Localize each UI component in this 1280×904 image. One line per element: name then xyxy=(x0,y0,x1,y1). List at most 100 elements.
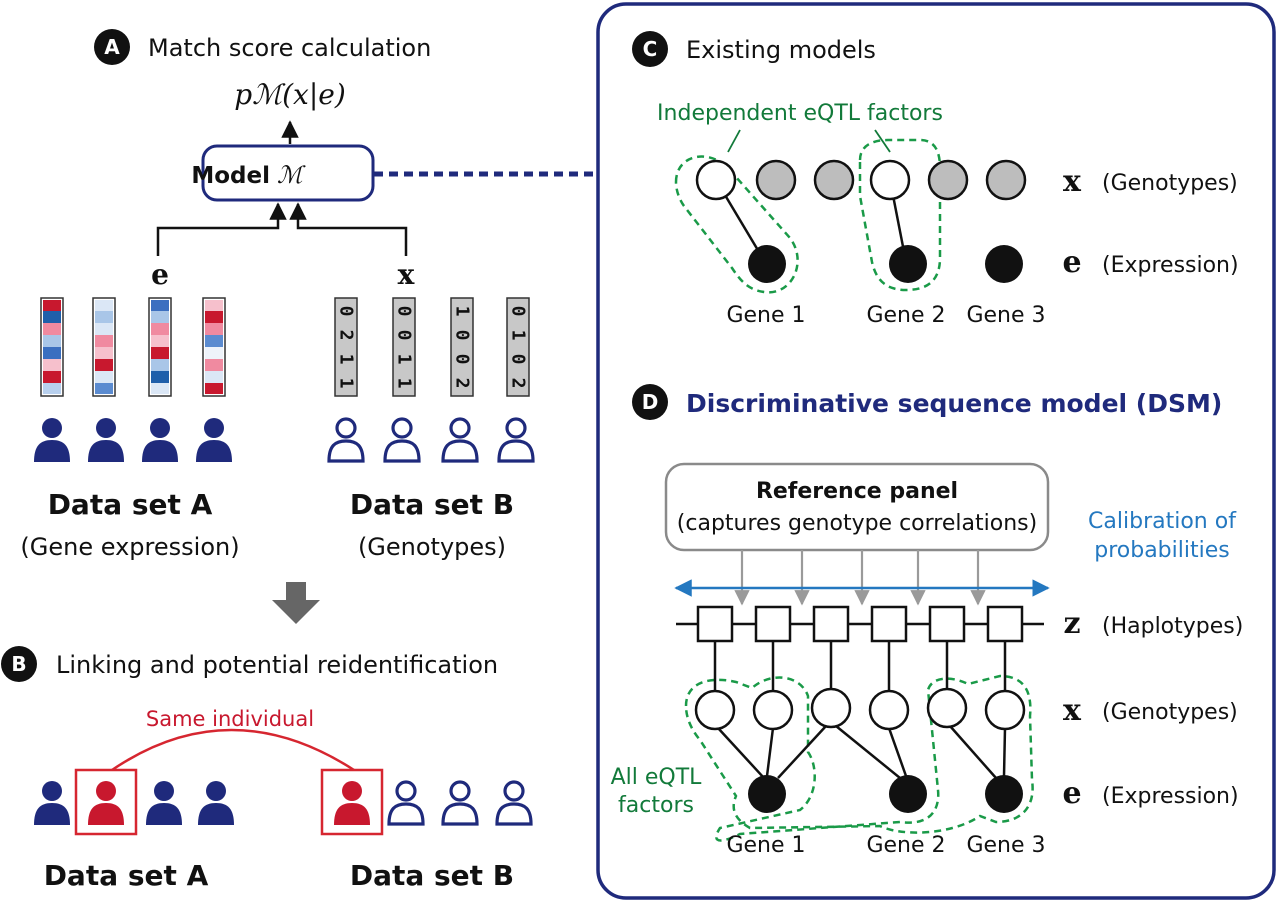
expression-heatmap xyxy=(40,297,226,397)
genotype-column-4 xyxy=(506,297,530,397)
genotype-node-d1 xyxy=(694,689,736,731)
gene-label-d1: Gene 1 xyxy=(726,833,805,858)
dataset-b-subtitle: (Genotypes) xyxy=(358,533,506,561)
genotype-digit: 0 xyxy=(452,330,473,341)
expression-node-c1 xyxy=(748,245,786,283)
panel-b-title: Linking and potential reidentification xyxy=(56,651,498,679)
haplotype-node-3 xyxy=(812,605,850,643)
x-desc-c: (Genotypes) xyxy=(1102,171,1238,196)
matched-person-a xyxy=(88,781,124,825)
person-b3 xyxy=(441,417,479,463)
reference-panel-subtitle: (captures genotype correlations) xyxy=(677,511,1037,536)
x-desc-d: (Genotypes) xyxy=(1102,700,1238,725)
calibration-label-1: Calibration of xyxy=(1088,509,1237,534)
expression-node-d2 xyxy=(889,775,927,813)
genotype-digit: 0 xyxy=(452,354,473,365)
haplotype-node-6 xyxy=(986,605,1024,643)
all-eqtl-outline xyxy=(684,674,1034,842)
person-b2 xyxy=(383,417,421,463)
svg-text:D: D xyxy=(642,390,659,414)
haplotype-node-1 xyxy=(696,605,734,643)
e-desc-d: (Expression) xyxy=(1102,784,1239,809)
same-individual-arc xyxy=(111,728,355,772)
haplotype-nodes xyxy=(696,605,1024,643)
z-symbol-d: z xyxy=(1063,606,1080,641)
e-symbol: e xyxy=(151,258,169,291)
x-symbol-c: x xyxy=(1063,164,1082,199)
panel-a: A Match score calculation pℳ(x|e) Model … xyxy=(20,29,596,624)
linked-dataset-b-title: Data set B xyxy=(350,859,514,892)
eqtl-pointer-1 xyxy=(727,129,741,153)
all-eqtl-label-1: All eQTL xyxy=(611,765,703,790)
matched-person-b xyxy=(334,781,370,825)
match-highlight-b xyxy=(320,768,384,836)
model-box: Model ℳ xyxy=(191,144,375,202)
expression-nodes-d xyxy=(748,775,1023,813)
reference-arrows xyxy=(734,550,986,606)
badge-b: B xyxy=(1,646,37,682)
eqtl-pointer-2 xyxy=(874,129,891,153)
reference-panel-box: Reference panel (captures genotype corre… xyxy=(664,462,1050,552)
genotype-node-d2 xyxy=(752,689,794,731)
z-desc-d: (Haplotypes) xyxy=(1102,614,1243,639)
factor-outline-c1 xyxy=(674,155,799,294)
down-arrow-icon xyxy=(272,582,320,624)
panel-d-title: Discriminative sequence model (DSM) xyxy=(686,389,1222,418)
person-a3 xyxy=(142,418,178,462)
genotype-digit: 1 xyxy=(336,354,357,365)
calibration-label-2: probabilities xyxy=(1094,538,1229,563)
svg-text:A: A xyxy=(104,35,120,59)
genotype-digit: 1 xyxy=(394,354,415,365)
model-symbol: ℳ xyxy=(277,161,306,189)
genotype-nodes-c xyxy=(695,159,1027,201)
gene-label-d3: Gene 3 xyxy=(966,833,1045,858)
dataset-b-title: Data set B xyxy=(350,488,514,521)
dataset-a-persons xyxy=(34,418,232,462)
person-b1 xyxy=(327,417,365,463)
e-input-arrow xyxy=(156,202,287,256)
model-label: Model xyxy=(191,163,270,189)
e-desc-c: (Expression) xyxy=(1102,253,1239,278)
z-to-x-edges xyxy=(713,641,1007,690)
panel-c: C Existing models Independent eQTL facto… xyxy=(632,31,1239,328)
badge-a: A xyxy=(94,29,130,65)
genotype-node-c1 xyxy=(695,159,737,201)
genotype-digit: 1 xyxy=(336,378,357,389)
gene-label-c2: Gene 2 xyxy=(866,303,945,328)
x-symbol: x xyxy=(398,258,415,291)
genotype-digit: 2 xyxy=(336,330,357,341)
genotype-digit: 2 xyxy=(452,378,473,389)
dataset-b-persons xyxy=(327,417,535,463)
linked-dataset-a-title: Data set A xyxy=(44,859,209,892)
haplotype-node-4 xyxy=(870,605,908,643)
genotype-digit: 0 xyxy=(508,354,529,365)
expression-node-d1 xyxy=(748,775,786,813)
genotype-nodes-d xyxy=(694,687,1026,731)
factor-outline-c2 xyxy=(858,138,942,292)
badge-d: D xyxy=(632,384,668,420)
gene-label-c1: Gene 1 xyxy=(726,303,805,328)
x-input-arrow xyxy=(289,202,408,256)
gene-label-c3: Gene 3 xyxy=(966,303,1045,328)
haplotype-node-5 xyxy=(928,605,966,643)
genotype-node-c5 xyxy=(927,159,969,201)
genotype-column-3 xyxy=(450,297,474,397)
person-a1 xyxy=(34,418,70,462)
match-highlight-a xyxy=(74,768,138,836)
svg-text:C: C xyxy=(643,37,658,61)
genotype-digit: 1 xyxy=(508,330,529,341)
genotype-node-c4 xyxy=(869,159,911,201)
linked-dataset-a-persons xyxy=(34,781,234,825)
genotype-digit: 1 xyxy=(452,306,473,317)
gene-label-d2: Gene 2 xyxy=(866,833,945,858)
badge-c: C xyxy=(632,31,668,67)
genotype-node-d4 xyxy=(868,689,910,731)
panel-a-title: Match score calculation xyxy=(148,34,431,62)
dataset-a-subtitle: (Gene expression) xyxy=(20,533,239,561)
genotype-node-d5 xyxy=(926,687,968,729)
expression-node-c3 xyxy=(985,245,1023,283)
same-individual-label: Same individual xyxy=(146,707,314,731)
dataset-a-title: Data set A xyxy=(48,488,213,521)
